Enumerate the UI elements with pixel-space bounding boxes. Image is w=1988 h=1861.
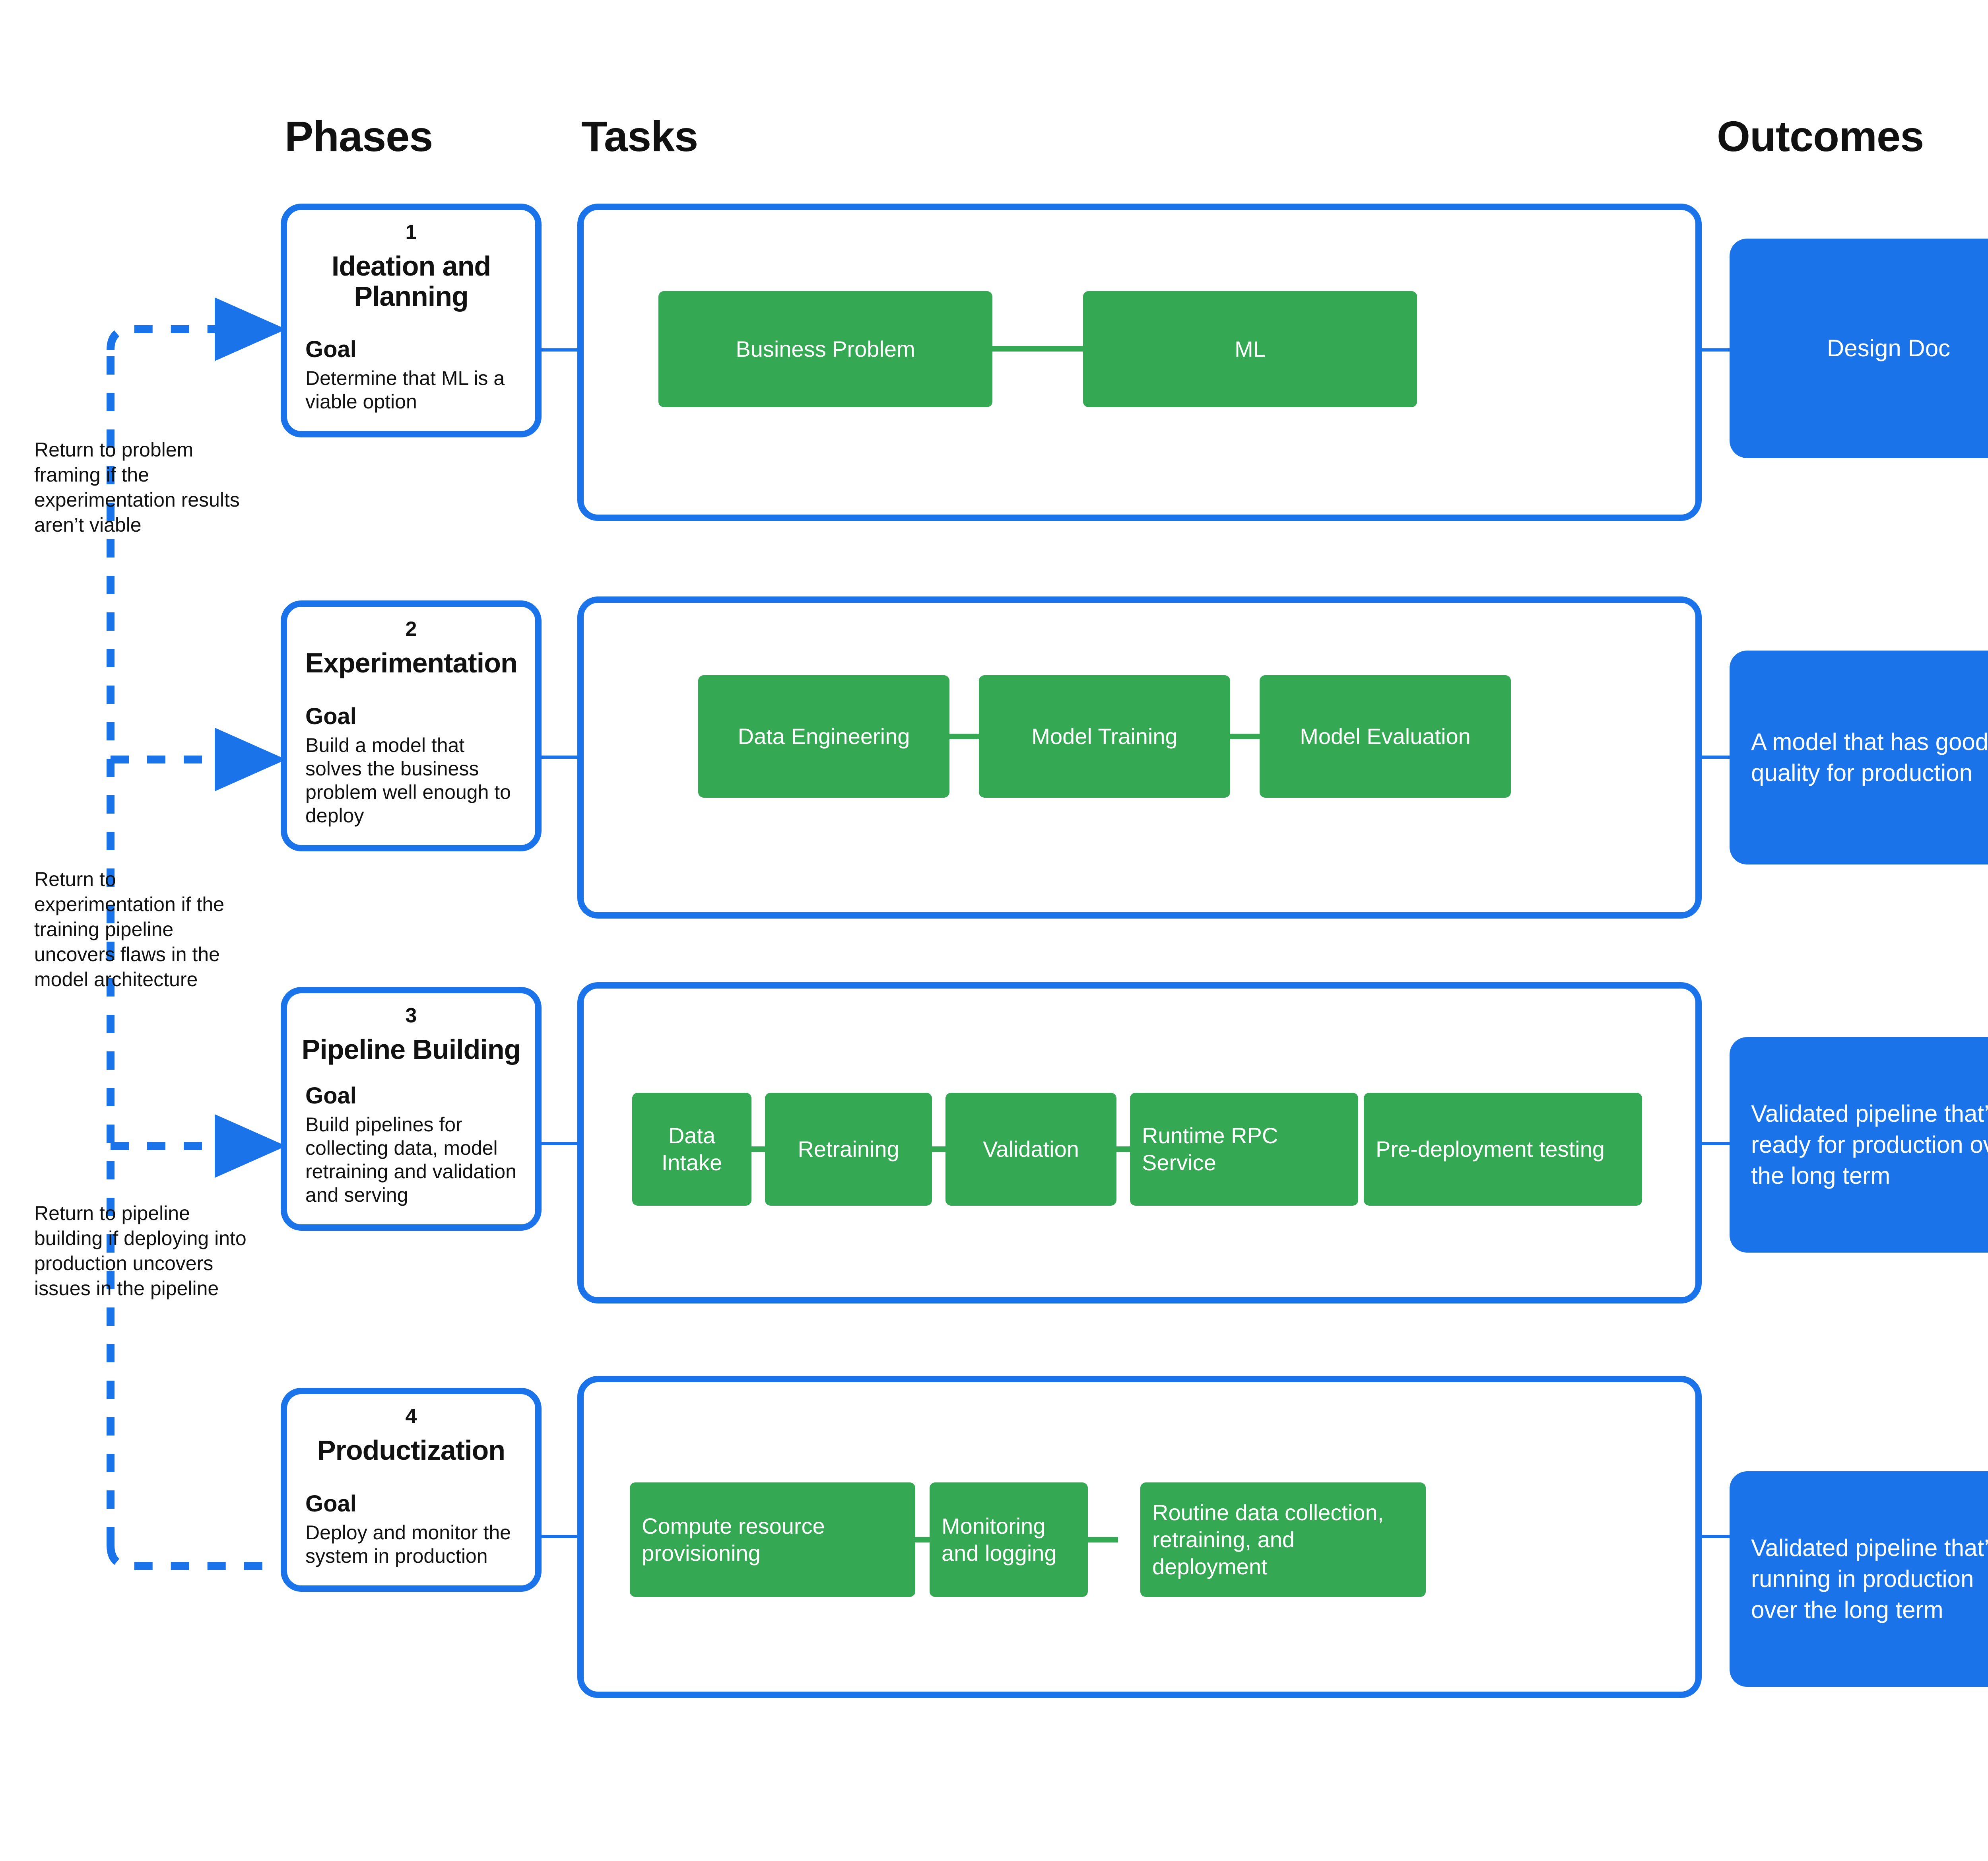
feedback-note-3: Return to pipeline building if deploying… — [34, 1202, 247, 1300]
task-connector — [1088, 1537, 1118, 1542]
goal-text-3: Build pipelines for collecting data, mod… — [305, 1113, 516, 1206]
link-tasks1-outcome1 — [1702, 348, 1730, 352]
link-tasks2-outcome2 — [1702, 756, 1730, 759]
phase-goal-3: Goal Build pipelines for collecting data… — [305, 1082, 517, 1207]
task-connector — [915, 1537, 930, 1542]
task-panel-2: Data Engineering Model Training Model Ev… — [577, 596, 1702, 919]
outcome-box-3[interactable]: Validated pipeline that’s ready for prod… — [1730, 1037, 1988, 1253]
phase-title-3: Pipeline Building — [301, 1034, 521, 1065]
feedback-note-1: Return to problem framing if the experim… — [34, 439, 240, 536]
task-connector — [992, 346, 1083, 352]
task-box-data-intake[interactable]: Data Intake — [632, 1093, 751, 1206]
feedback-line-productization — [107, 1545, 274, 1570]
task-panel-4: Compute resource provisioning Monitoring… — [577, 1376, 1702, 1698]
feedback-arrow-to-phase1 — [107, 297, 286, 361]
column-header-phases: Phases — [285, 112, 433, 160]
goal-label-2: Goal — [305, 703, 357, 729]
task-box-pre-deployment-testing[interactable]: Pre-deployment testing — [1364, 1093, 1642, 1206]
phase-number-4: 4 — [405, 1405, 417, 1428]
link-tasks4-outcome4 — [1702, 1535, 1730, 1538]
goal-label-3: Goal — [305, 1082, 357, 1109]
column-header-tasks: Tasks — [581, 112, 698, 160]
task-panel-1: Business Problem ML — [577, 204, 1702, 521]
phase-goal-4: Goal Deploy and monitor the system in pr… — [305, 1490, 517, 1568]
outcome-box-1[interactable]: Design Doc — [1730, 239, 1988, 458]
phase-card-2[interactable]: 2 Experimentation Goal Build a model tha… — [281, 600, 542, 851]
task-connector — [949, 734, 979, 739]
outcome-box-2[interactable]: A model that has good quality for produc… — [1730, 651, 1988, 864]
phase-card-1[interactable]: 1 Ideation and Planning Goal Determine t… — [281, 204, 542, 438]
goal-text-1: Determine that ML is a viable option — [305, 367, 505, 413]
goal-text-2: Build a model that solves the business p… — [305, 734, 511, 827]
link-phase3-tasks — [542, 1142, 578, 1145]
goal-label-4: Goal — [305, 1490, 357, 1517]
link-tasks3-outcome3 — [1702, 1142, 1730, 1145]
phase-card-4[interactable]: 4 Productization Goal Deploy and monitor… — [281, 1388, 542, 1592]
link-phase4-tasks — [542, 1535, 578, 1538]
task-box-monitoring-and-logging[interactable]: Monitoring and logging — [930, 1482, 1088, 1597]
task-panel-3: Data Intake Retraining Validation Runtim… — [577, 982, 1702, 1303]
task-box-retraining[interactable]: Retraining — [765, 1093, 932, 1206]
phase-number-2: 2 — [405, 618, 417, 641]
phase-number-1: 1 — [405, 221, 417, 244]
link-phase1-tasks — [542, 348, 578, 352]
phase-card-3[interactable]: 3 Pipeline Building Goal Build pipelines… — [281, 987, 542, 1231]
task-connector — [1116, 1146, 1130, 1152]
task-box-routine-data-collection[interactable]: Routine data collection, retraining, and… — [1140, 1482, 1426, 1597]
task-box-ml[interactable]: ML — [1083, 291, 1417, 407]
task-box-model-training[interactable]: Model Training — [979, 675, 1230, 798]
task-connector — [932, 1146, 945, 1152]
task-connector — [1230, 734, 1260, 739]
outcome-box-4[interactable]: Validated pipeline that’s running in pro… — [1730, 1471, 1988, 1687]
phase-goal-1: Goal Determine that ML is a viable optio… — [305, 336, 517, 414]
task-box-runtime-rpc-service[interactable]: Runtime RPC Service — [1130, 1093, 1358, 1206]
task-box-data-engineering[interactable]: Data Engineering — [698, 675, 949, 798]
goal-label-1: Goal — [305, 336, 357, 363]
feedback-note-2: Return to experimentation if the trainin… — [34, 868, 225, 991]
phase-title-1: Ideation and Planning — [331, 251, 491, 312]
phase-title-4: Productization — [317, 1435, 505, 1466]
phase-goal-2: Goal Build a model that solves the busin… — [305, 703, 517, 828]
phase-title-2: Experimentation — [305, 647, 517, 678]
column-header-outcomes: Outcomes — [1717, 112, 1924, 160]
task-connector — [751, 1146, 765, 1152]
task-box-model-evaluation[interactable]: Model Evaluation — [1260, 675, 1511, 798]
goal-text-4: Deploy and monitor the system in product… — [305, 1521, 511, 1567]
task-box-validation[interactable]: Validation — [945, 1093, 1116, 1206]
task-box-compute-resource-provisioning[interactable]: Compute resource provisioning — [630, 1482, 915, 1597]
task-box-business-problem[interactable]: Business Problem — [658, 291, 992, 407]
phase-number-3: 3 — [405, 1004, 417, 1027]
link-phase2-tasks — [542, 756, 578, 759]
